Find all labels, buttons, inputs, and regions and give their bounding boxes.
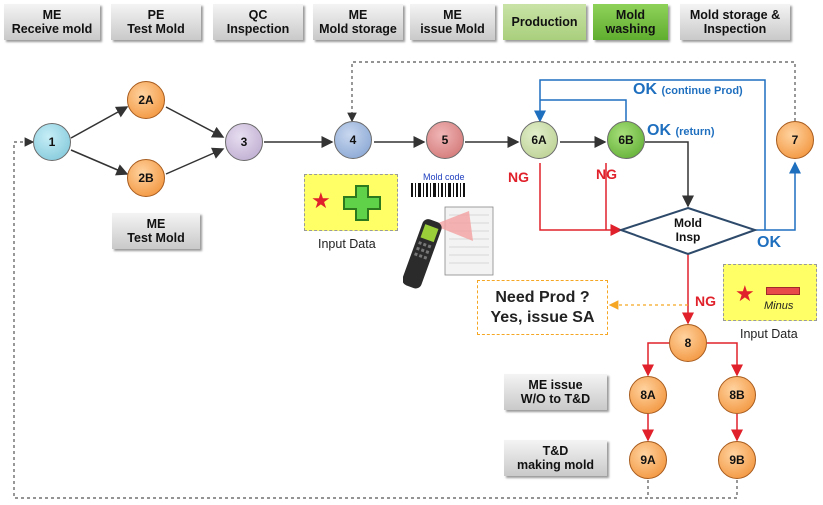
node-8b: 8B xyxy=(718,376,756,414)
node-9a: 9A xyxy=(629,441,667,479)
header-me-mold-storage: ME Mold storage xyxy=(313,4,403,40)
label-me-test-mold: ME Test Mold xyxy=(112,213,200,249)
ng-label-6b: NG xyxy=(596,166,617,182)
label-td-making-mold: T&D making mold xyxy=(504,440,607,476)
node-3: 3 xyxy=(225,123,263,161)
minus-icon xyxy=(766,287,800,295)
ok-continue-label: OK (continue Prod) xyxy=(633,81,743,98)
header-me-issue-mold: ME issue Mold xyxy=(410,4,495,40)
minus-label: Minus xyxy=(764,300,794,312)
node-8: 8 xyxy=(669,324,707,362)
label-me-issue-wo: ME issue W/O to T&D xyxy=(504,374,607,410)
node-2a: 2A xyxy=(127,81,165,119)
node-5: 5 xyxy=(426,121,464,159)
input-data-minus-box: ★ Minus xyxy=(723,264,817,321)
plus-icon xyxy=(343,185,381,221)
node-6b: 6B xyxy=(607,121,645,159)
header-me-receive-mold: ME Receive mold xyxy=(4,4,100,40)
ng-label-decision: NG xyxy=(695,293,716,309)
node-8a: 8A xyxy=(629,376,667,414)
header-pe-test-mold: PE Test Mold xyxy=(111,4,201,40)
header-production: Production xyxy=(503,4,586,40)
node-9b: 9B xyxy=(718,441,756,479)
node-2b: 2B xyxy=(127,159,165,197)
star-icon: ★ xyxy=(311,188,331,213)
node-7: 7 xyxy=(776,121,814,159)
mold-insp-decision xyxy=(617,206,759,256)
barcode-scanner-icon xyxy=(403,183,494,289)
input-data-left-label: Input Data xyxy=(318,237,376,251)
ok-bottom-label: OK xyxy=(757,234,781,251)
header-mold-washing: Mold washing xyxy=(593,4,668,40)
decision-label: Mold Insp xyxy=(674,216,702,244)
node-4: 4 xyxy=(334,121,372,159)
header-mold-storage-inspection: Mold storage & Inspection xyxy=(680,4,790,40)
ok-return-label: OK (return) xyxy=(647,122,715,139)
mold-code-label: Mold code xyxy=(423,172,465,182)
ng-label-6a: NG xyxy=(508,169,529,185)
input-data-right-label: Input Data xyxy=(740,327,798,341)
node-1: 1 xyxy=(33,123,71,161)
input-data-plus-box: ★ xyxy=(304,174,398,231)
star-icon: ★ xyxy=(735,281,755,306)
node-6a: 6A xyxy=(520,121,558,159)
need-prod-note: Need Prod ? Yes, issue SA xyxy=(477,280,608,335)
header-qc-inspection: QC Inspection xyxy=(213,4,303,40)
